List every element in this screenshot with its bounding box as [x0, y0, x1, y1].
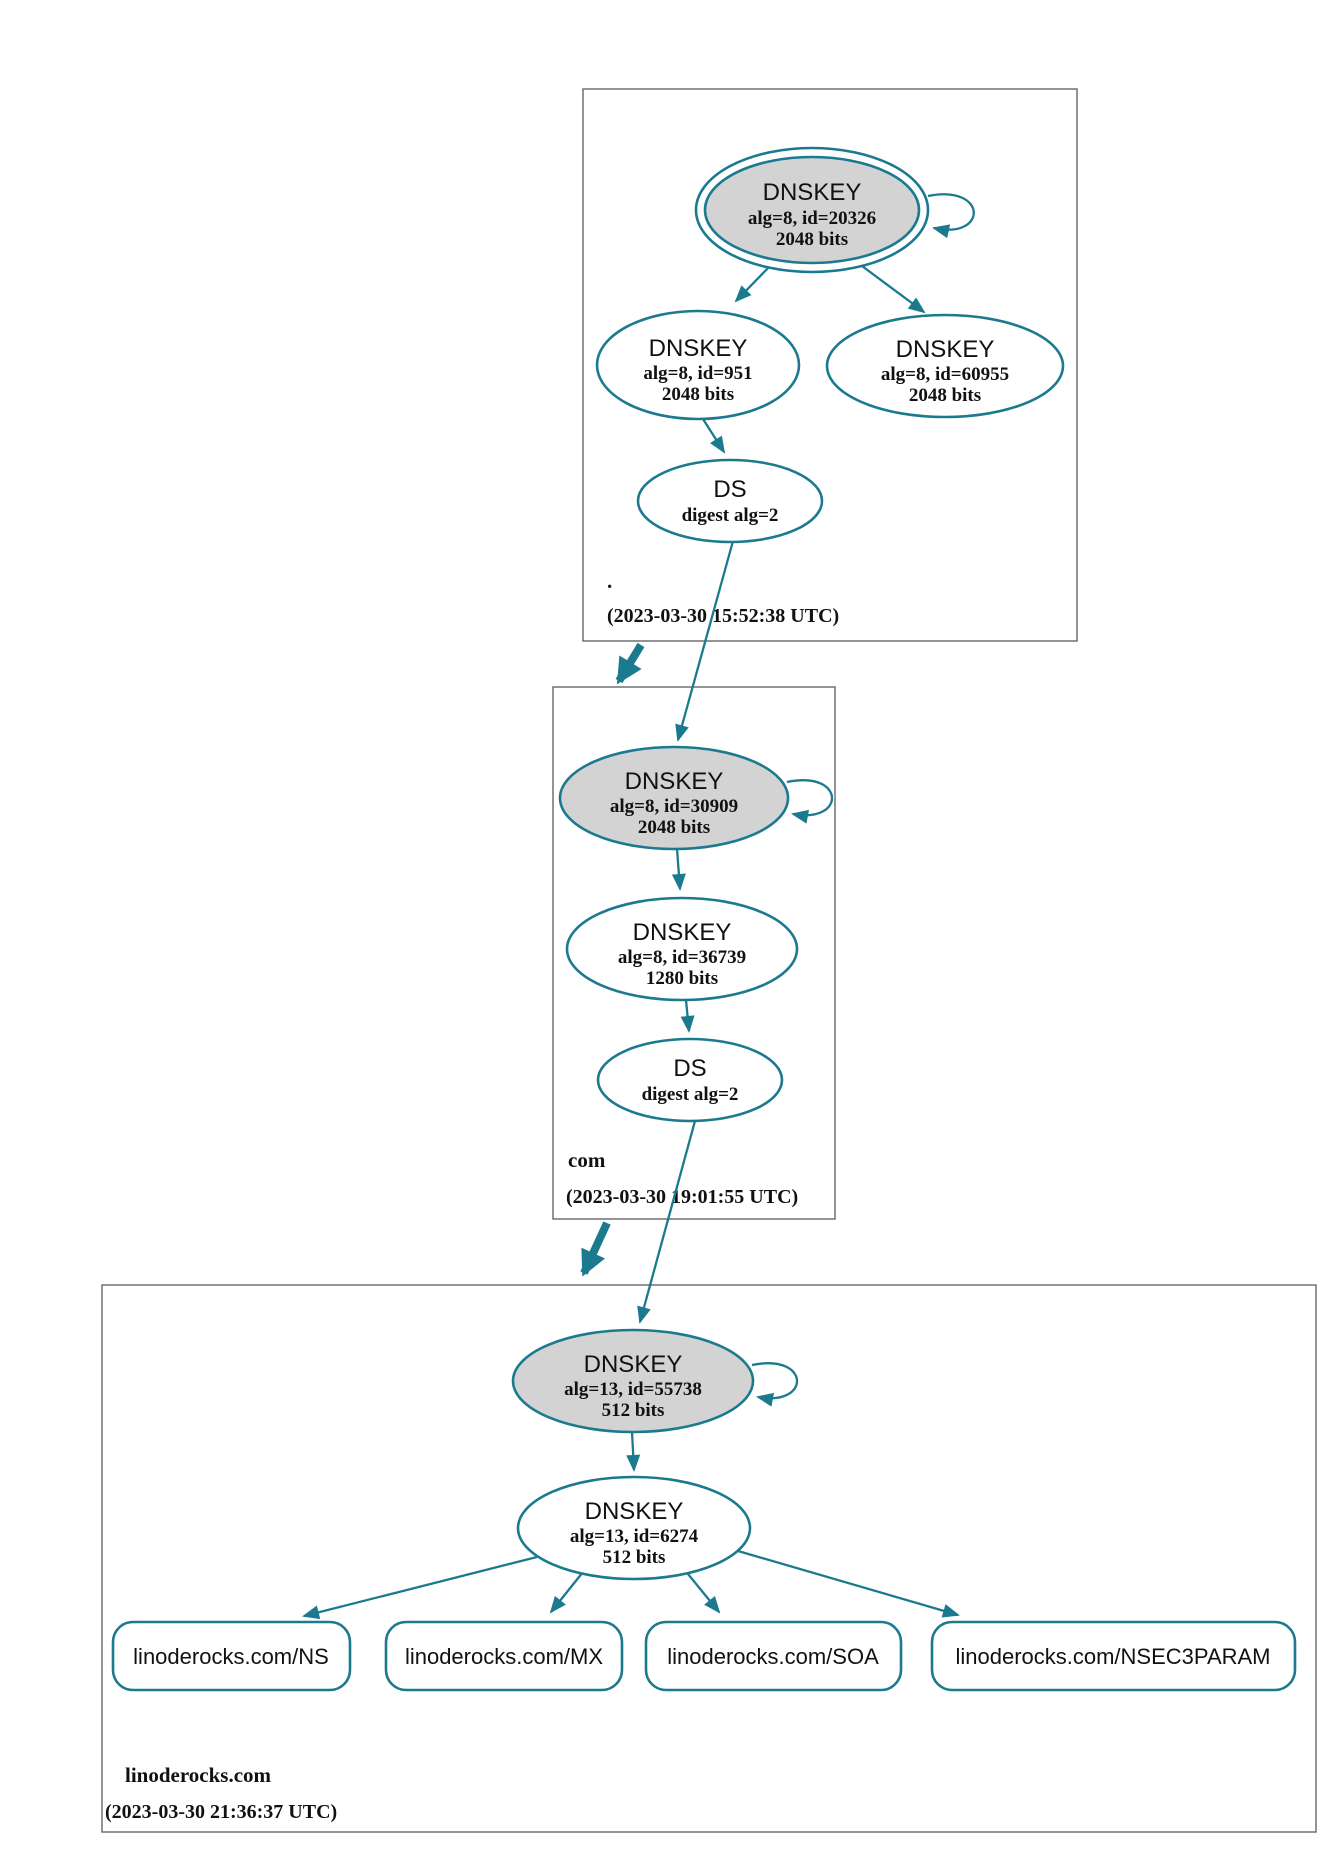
node-rrset-soa[interactable]: linoderocks.com/SOA	[644, 1620, 903, 1692]
node-size: 512 bits	[603, 1547, 666, 1568]
node-title: DNSKEY	[584, 1351, 683, 1378]
zone-label-root: .	[607, 569, 612, 593]
edge-root-ksk-to-zsk1	[734, 265, 771, 303]
node-attrs: alg=8, id=20326	[748, 208, 876, 229]
node-root-ksk[interactable]: DNSKEY alg=8, id=20326 2048 bits	[694, 146, 930, 274]
rrset-label: linoderocks.com/NS	[133, 1644, 329, 1669]
node-rrset-ns[interactable]: linoderocks.com/NS	[111, 1620, 352, 1692]
edge-root-ds-to-com-ksk	[675, 540, 735, 742]
edge-linoderocks-zsk-to-mx	[549, 1571, 584, 1614]
zone-label-linoderocks: linoderocks.com	[125, 1763, 272, 1787]
delegation-arrow-com-to-linoderocks	[580, 1221, 611, 1277]
node-attrs: digest alg=2	[642, 1084, 739, 1105]
node-title: DNSKEY	[633, 919, 732, 946]
node-attrs: alg=8, id=60955	[881, 364, 1009, 385]
zone-label-com: com	[568, 1148, 606, 1172]
node-root-zsk1[interactable]: DNSKEY alg=8, id=951 2048 bits	[595, 309, 801, 421]
node-root-ds[interactable]: DS digest alg=2	[636, 458, 824, 544]
node-attrs: alg=8, id=951	[643, 363, 752, 384]
edge-root-zsk1-to-ds	[702, 418, 726, 454]
node-attrs: alg=8, id=36739	[618, 947, 746, 968]
node-title: DNSKEY	[585, 1498, 684, 1525]
self-loop-root-ksk	[927, 193, 975, 239]
zone-timestamp-linoderocks: (2023-03-30 21:36:37 UTC)	[105, 1801, 337, 1823]
edge-root-ksk-to-zsk2	[857, 262, 926, 314]
edge-com-zsk-to-ds	[680, 999, 695, 1033]
self-loop-linoderocks-ksk	[751, 1362, 799, 1407]
node-com-zsk[interactable]: DNSKEY alg=8, id=36739 1280 bits	[565, 896, 799, 1002]
node-title: DNSKEY	[625, 768, 724, 795]
node-size: 2048 bits	[909, 385, 981, 406]
node-linoderocks-ksk[interactable]: DNSKEY alg=13, id=55738 512 bits	[511, 1328, 755, 1434]
node-root-zsk2[interactable]: DNSKEY alg=8, id=60955 2048 bits	[825, 313, 1065, 419]
zone-timestamp-com: (2023-03-30 19:01:55 UTC)	[566, 1186, 798, 1208]
node-size: 512 bits	[602, 1400, 665, 1421]
zone-box-com: com (2023-03-30 19:01:55 UTC)	[552, 686, 836, 1220]
self-loop-com-ksk	[786, 779, 834, 824]
node-size: 2048 bits	[776, 229, 848, 250]
zone-timestamp-root: (2023-03-30 15:52:38 UTC)	[607, 605, 839, 627]
node-size: 1280 bits	[646, 968, 718, 989]
node-attrs: alg=8, id=30909	[610, 796, 738, 817]
node-title: DNSKEY	[649, 335, 748, 362]
node-title: DS	[673, 1055, 706, 1082]
edge-com-ksk-to-zsk	[671, 848, 686, 891]
node-title: DNSKEY	[763, 179, 862, 206]
edge-linoderocks-ksk-to-zsk	[626, 1431, 641, 1472]
edge-com-ds-to-linoderocks-ksk	[637, 1120, 697, 1324]
node-com-ds[interactable]: DS digest alg=2	[596, 1037, 784, 1123]
edge-linoderocks-zsk-to-soa	[687, 1573, 721, 1614]
zone-box-root: . (2023-03-30 15:52:38 UTC)	[582, 88, 1078, 642]
node-title: DS	[713, 476, 746, 503]
zone-box-linoderocks: linoderocks.com (2023-03-30 21:36:37 UTC…	[101, 1284, 1317, 1833]
delegation-arrow-root-to-com	[615, 642, 645, 685]
node-attrs: digest alg=2	[682, 505, 779, 526]
edge-linoderocks-zsk-to-nsec3param	[737, 1549, 960, 1618]
node-attrs: alg=13, id=6274	[570, 1526, 699, 1547]
rrset-label: linoderocks.com/NSEC3PARAM	[955, 1644, 1270, 1669]
node-linoderocks-zsk[interactable]: DNSKEY alg=13, id=6274 512 bits	[516, 1475, 752, 1581]
rrset-label: linoderocks.com/SOA	[667, 1644, 879, 1669]
node-com-ksk[interactable]: DNSKEY alg=8, id=30909 2048 bits	[558, 745, 790, 851]
node-title: DNSKEY	[896, 336, 995, 363]
node-rrset-nsec3param[interactable]: linoderocks.com/NSEC3PARAM	[930, 1620, 1297, 1692]
node-size: 2048 bits	[662, 384, 734, 405]
node-rrset-mx[interactable]: linoderocks.com/MX	[384, 1620, 624, 1692]
edge-linoderocks-zsk-to-ns	[302, 1555, 538, 1620]
node-size: 2048 bits	[638, 817, 710, 838]
rrset-label: linoderocks.com/MX	[405, 1644, 603, 1669]
node-attrs: alg=13, id=55738	[564, 1379, 702, 1400]
